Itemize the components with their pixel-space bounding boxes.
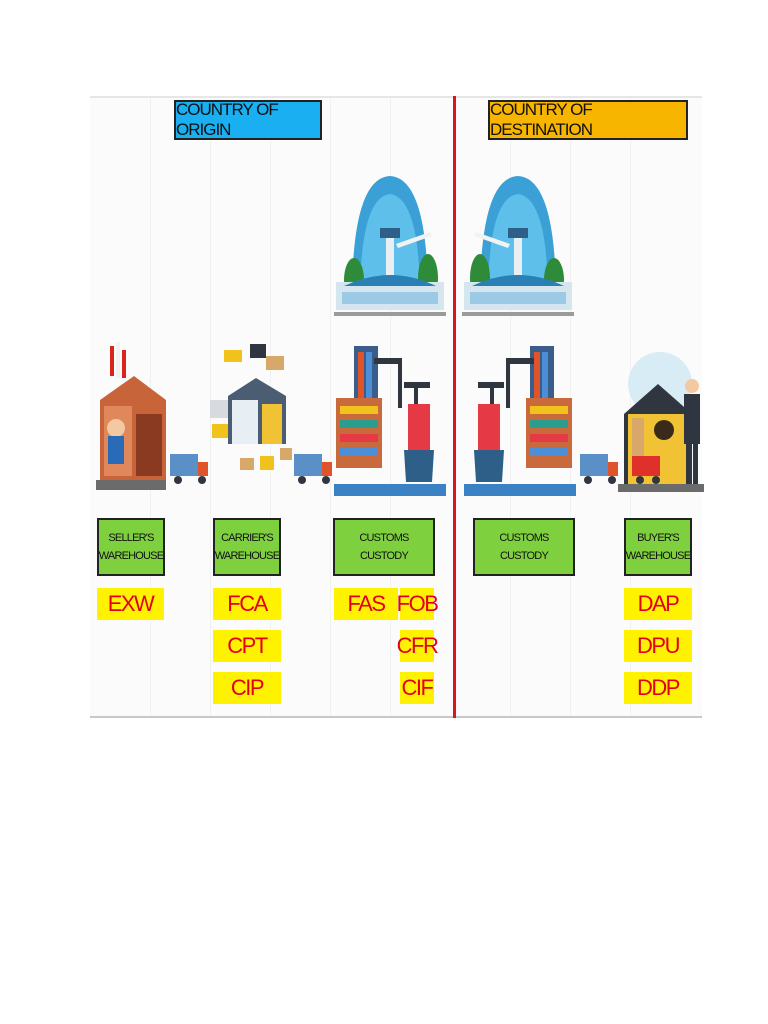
label-line-1: BUYER'S bbox=[637, 532, 680, 544]
buyer-warehouse-icon bbox=[618, 352, 704, 492]
port-icon bbox=[334, 346, 446, 496]
country-of-destination-header: COUNTRY OF DESTINATION bbox=[488, 100, 688, 140]
sellers-warehouse-label: SELLER'S WAREHOUSE bbox=[97, 518, 165, 576]
label-line-2: WAREHOUSE bbox=[214, 550, 280, 562]
incoterm-cif: CIF bbox=[400, 672, 434, 704]
truck-icon bbox=[580, 454, 618, 484]
incoterm-cfr: CFR bbox=[397, 630, 439, 662]
incoterm-fob: FOB bbox=[397, 588, 439, 620]
carriers-warehouse-label: CARRIER'S WAREHOUSE bbox=[213, 518, 281, 576]
truck-icon bbox=[170, 454, 208, 484]
incoterm-cpt: CPT bbox=[213, 630, 281, 662]
factory-icon bbox=[96, 342, 166, 490]
label-line-2: CUSTODY bbox=[500, 550, 549, 562]
incoterm-dap: DAP bbox=[624, 588, 692, 620]
incoterm-cip: CIP bbox=[213, 672, 281, 704]
label-line-2: CUSTODY bbox=[360, 550, 409, 562]
airport-icon bbox=[462, 176, 574, 316]
incoterm-exw: EXW bbox=[97, 588, 164, 620]
truck-icon bbox=[294, 454, 332, 484]
destination-customs-custody-label: CUSTOMS CUSTODY bbox=[473, 518, 575, 576]
country-of-origin-header: COUNTRY OF ORIGIN bbox=[174, 100, 322, 140]
port-icon bbox=[464, 346, 576, 496]
airport-icon bbox=[334, 176, 446, 316]
incoterm-ddp: DDP bbox=[624, 672, 692, 704]
label-line-2: WAREHOUSE bbox=[625, 550, 691, 562]
label-line-1: CUSTOMS bbox=[499, 532, 549, 544]
label-line-2: WAREHOUSE bbox=[98, 550, 164, 562]
label-line-1: CARRIER'S bbox=[221, 532, 274, 544]
incoterm-dpu: DPU bbox=[624, 630, 692, 662]
border-divider bbox=[453, 96, 456, 718]
incoterm-fas: FAS bbox=[334, 588, 398, 620]
buyers-warehouse-label: BUYER'S WAREHOUSE bbox=[624, 518, 692, 576]
warehouse-icon bbox=[210, 344, 292, 470]
incoterm-fca: FCA bbox=[213, 588, 281, 620]
label-line-1: SELLER'S bbox=[108, 532, 154, 544]
label-line-1: CUSTOMS bbox=[359, 532, 409, 544]
origin-customs-custody-label: CUSTOMS CUSTODY bbox=[333, 518, 435, 576]
